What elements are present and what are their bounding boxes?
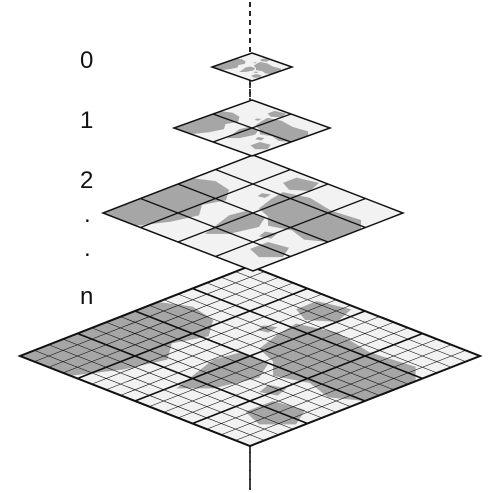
land-shape: [174, 111, 240, 135]
zoom-level-0: [209, 52, 295, 82]
land-shape: [255, 136, 265, 141]
land-shape: [259, 384, 287, 396]
level-n-outline: [17, 264, 483, 448]
tile-grid-line: [177, 183, 329, 243]
land-shape: [258, 231, 277, 239]
land-shape: [259, 192, 362, 242]
land-shape: [296, 301, 352, 322]
land-shape: [267, 110, 287, 118]
level-2-map-land: [103, 177, 362, 258]
tile-grid-line: [149, 316, 380, 407]
land-shape: [254, 118, 262, 121]
land-shape: [227, 126, 259, 139]
land-shape: [20, 302, 214, 376]
tile-grid-line: [91, 327, 322, 419]
land-shape: [245, 401, 306, 425]
level-2-outline: [100, 154, 406, 272]
land-shape: [176, 352, 269, 389]
tile-grid-line: [34, 350, 265, 441]
tile-grid-line: [212, 113, 292, 143]
land-shape: [260, 58, 270, 62]
land-shape: [253, 71, 259, 74]
land-shape: [253, 62, 257, 64]
ellipsis-dot-2: .: [84, 235, 91, 262]
level-1-map-land: [174, 110, 309, 150]
level-n-map-land: [20, 301, 416, 425]
land-shape: [250, 142, 271, 150]
level-0-outline: [209, 52, 295, 82]
tile-grid-line: [235, 350, 466, 441]
tile-grid-line: [163, 321, 394, 413]
land-shape: [250, 242, 290, 258]
level-2-tile-grid: [140, 168, 366, 258]
tile-grid-line: [221, 344, 452, 436]
land-shape: [204, 210, 265, 234]
tile-grid-line: [215, 197, 366, 258]
land-shape: [212, 58, 246, 71]
tile-grid-line: [140, 197, 291, 258]
level-1-tile-grid: [212, 113, 292, 143]
tile-grid-line: [63, 338, 294, 430]
tile-grid-line: [134, 310, 366, 402]
tile-grid-line: [206, 338, 437, 430]
tile-grid-line: [120, 316, 351, 407]
level-label-2: 2: [80, 167, 93, 194]
level-label-n: n: [80, 283, 93, 310]
zoom-level-1: [171, 99, 333, 157]
zoom-level-2: [100, 154, 406, 272]
level-0-map-land: [212, 58, 281, 78]
zoom-levels: [17, 52, 483, 448]
land-shape: [259, 323, 416, 401]
zoom-level-n: [17, 264, 483, 448]
ellipsis-dot-1: .: [84, 201, 91, 228]
land-shape: [239, 66, 256, 73]
tile-grid-line: [77, 332, 308, 425]
level-label-0: 0: [80, 47, 93, 74]
tile-grid-line: [106, 321, 337, 413]
land-shape: [103, 178, 229, 226]
land-shape: [253, 61, 281, 74]
land-shape: [255, 117, 309, 142]
tile-grid-line: [192, 332, 423, 425]
land-shape: [283, 177, 320, 191]
tile-grid-line: [48, 344, 279, 436]
land-shape: [251, 74, 262, 78]
land-shape: [257, 193, 272, 198]
tile-grid-line: [178, 327, 409, 419]
level-1-outline: [171, 99, 333, 157]
level-label-1: 1: [80, 107, 93, 134]
level-n-tile-grid: [34, 271, 466, 441]
